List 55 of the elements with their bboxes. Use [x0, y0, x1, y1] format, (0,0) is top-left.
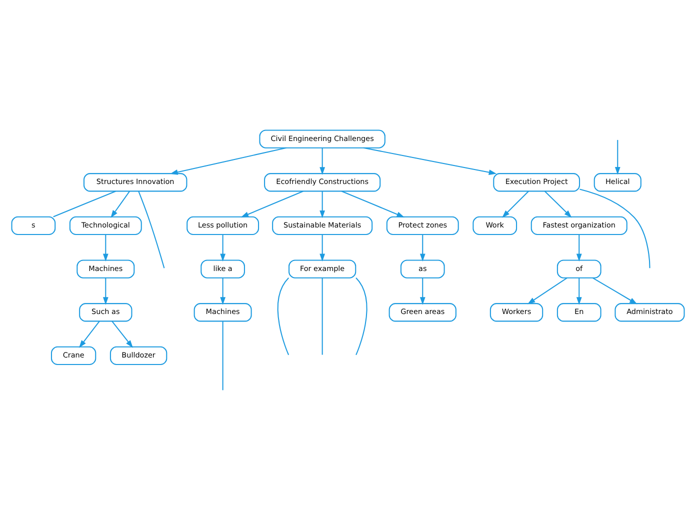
arrow: [592, 276, 638, 304]
node-box: Administrato: [614, 302, 685, 322]
node-box: Less pollution: [186, 216, 260, 235]
arrow: [220, 277, 226, 304]
arrow: [544, 190, 572, 218]
node-box: Work: [472, 216, 518, 235]
arrow: [170, 146, 286, 174]
arrow: [102, 277, 108, 304]
arrow: [576, 234, 582, 262]
node-box: Crane: [50, 346, 96, 365]
arrow: [220, 234, 226, 262]
node-box: Sustainable Materials: [272, 216, 373, 235]
node-box: Machines: [194, 302, 252, 322]
node-box: Such as: [79, 302, 132, 322]
arrow: [576, 277, 582, 304]
node-box: Protect zones: [386, 216, 459, 235]
arrow: [420, 277, 426, 304]
node-box: Green areas: [388, 302, 456, 322]
arrow: [112, 320, 133, 348]
connector: [356, 277, 368, 355]
arrow: [527, 276, 568, 304]
connector: [277, 277, 290, 355]
arrow: [502, 190, 529, 218]
node-box: Helical: [594, 172, 642, 192]
arrow: [320, 147, 326, 174]
connector: [53, 190, 116, 217]
node-box: For example: [288, 259, 356, 278]
node-box: s: [11, 216, 56, 235]
node-box: of: [556, 259, 602, 278]
connector: [322, 277, 323, 354]
arrow: [320, 234, 326, 262]
node-box: Structures Innovation: [83, 172, 188, 192]
node-box: as: [400, 259, 445, 278]
node-box: Machines: [76, 259, 135, 278]
arrow: [78, 320, 100, 348]
node-box: En: [556, 302, 602, 322]
node-box: like a: [200, 259, 245, 278]
arrow: [240, 190, 304, 217]
node-box: Technological: [69, 216, 142, 235]
arrow: [110, 190, 130, 218]
arrow: [102, 234, 108, 262]
arrow: [614, 139, 620, 174]
arrow: [420, 234, 426, 262]
node-box: Execution Project: [493, 172, 580, 192]
arrow: [341, 190, 404, 217]
arrow: [364, 146, 497, 174]
node-box: Ecofriendly Constructions: [264, 172, 381, 192]
arrow: [320, 190, 326, 218]
node-box: Workers: [490, 302, 544, 322]
connector: [138, 190, 165, 268]
connector: [580, 188, 650, 268]
node-box: Bulldozer: [110, 346, 168, 365]
connector: [222, 320, 224, 390]
node-box: Fastest organization: [530, 216, 628, 235]
node-box: Civil Engineering Challenges: [259, 129, 386, 148]
